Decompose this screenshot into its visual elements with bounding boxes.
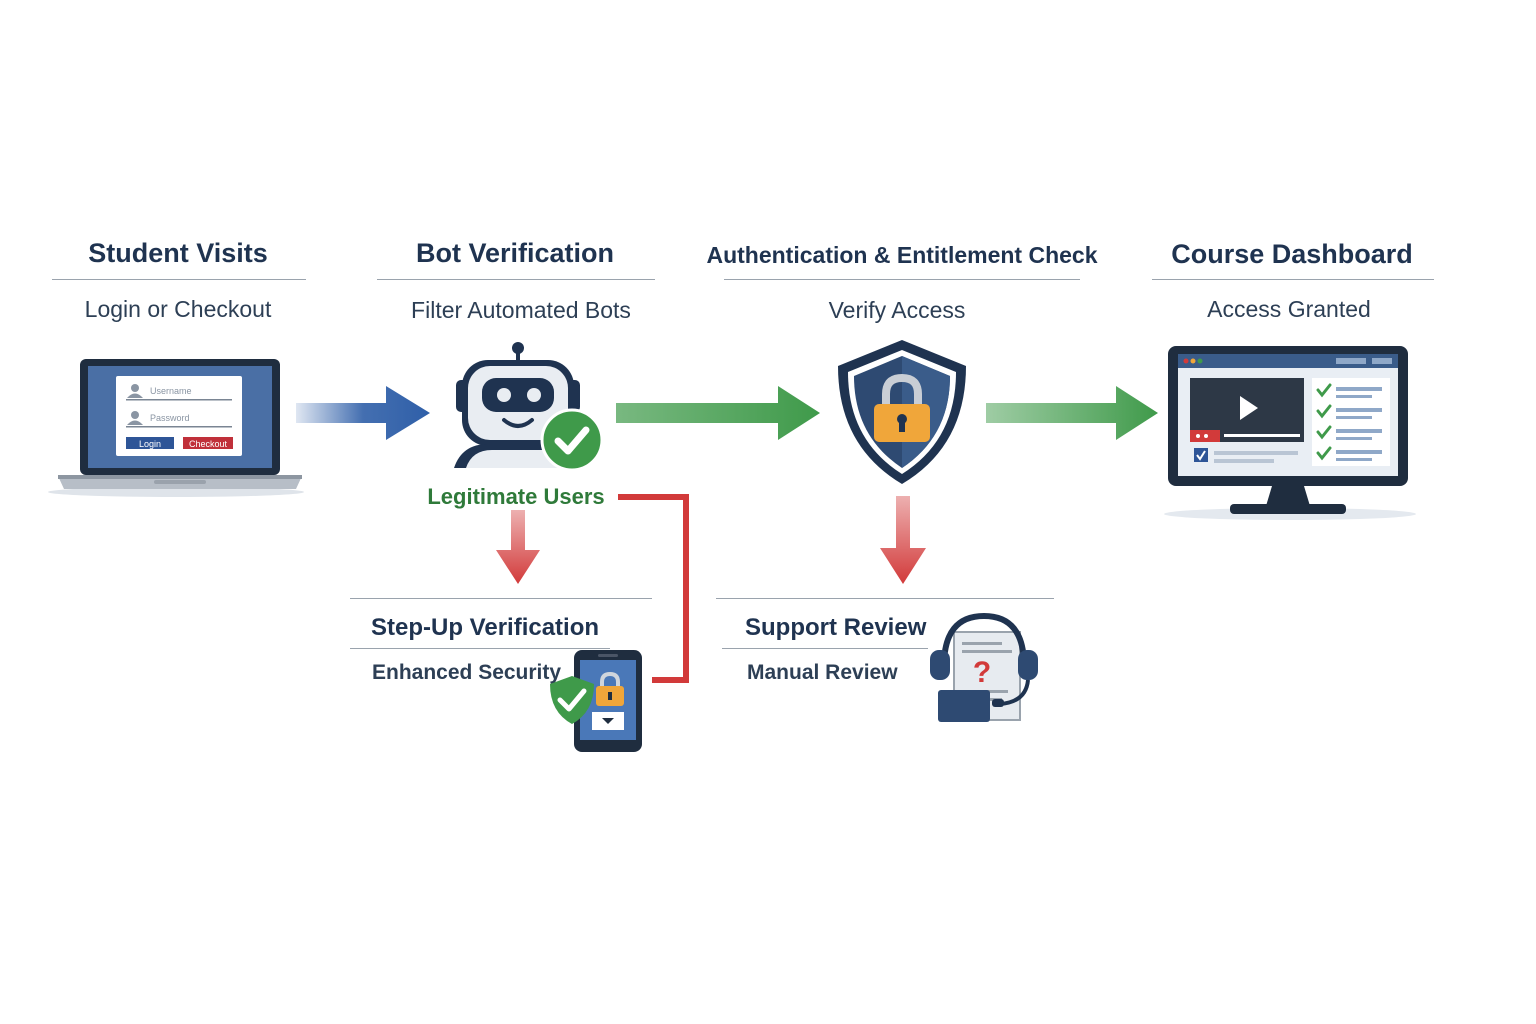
stage-4-title: Course Dashboard — [1171, 239, 1413, 269]
flow-arrow-green — [986, 386, 1158, 440]
stage-1-title: Student Visits — [88, 238, 268, 268]
flow-arrow-blue — [296, 386, 430, 440]
support-subtitle: Manual Review — [747, 661, 898, 684]
phone-lock-icon — [550, 650, 642, 752]
stage-1-subtitle: Login or Checkout — [84, 296, 272, 322]
divider — [722, 648, 928, 649]
login-button: Login — [138, 439, 162, 449]
step-up-title: Step-Up Verification — [371, 614, 600, 641]
stage-2-title: Bot Verification — [415, 238, 615, 268]
stage-3-subtitle: Verify Access — [828, 297, 966, 323]
divider — [716, 598, 1054, 599]
flow-arrow-red — [496, 510, 540, 584]
password-field: Password — [150, 413, 190, 423]
checkout-button: Checkout — [188, 439, 228, 449]
stage-3-title: Authentication & Entitlement Check — [706, 242, 1098, 268]
laptop-icon — [48, 359, 304, 497]
divider — [350, 648, 610, 649]
divider — [350, 598, 652, 599]
stage-4-subtitle: Access Granted — [1207, 296, 1371, 322]
check-badge-icon — [540, 408, 604, 472]
headset-icon: ? — [930, 612, 1038, 722]
stage-2-subtitle: Filter Automated Bots — [411, 297, 631, 323]
support-title: Support Review — [745, 614, 927, 641]
svg-text:?: ? — [973, 656, 991, 689]
divider — [377, 279, 655, 280]
flow-arrow-green — [616, 386, 820, 440]
flow-arrow-red — [880, 496, 926, 584]
shield-lock-icon — [838, 340, 966, 484]
step-up-subtitle: Enhanced Security — [372, 661, 562, 684]
red-connector — [618, 494, 689, 683]
username-field: Username — [150, 386, 192, 396]
monitor-dashboard-icon — [1164, 346, 1416, 520]
divider — [724, 279, 1080, 280]
divider — [1152, 279, 1434, 280]
divider — [52, 279, 306, 280]
legitimate-users-label: Legitimate Users — [427, 484, 605, 509]
